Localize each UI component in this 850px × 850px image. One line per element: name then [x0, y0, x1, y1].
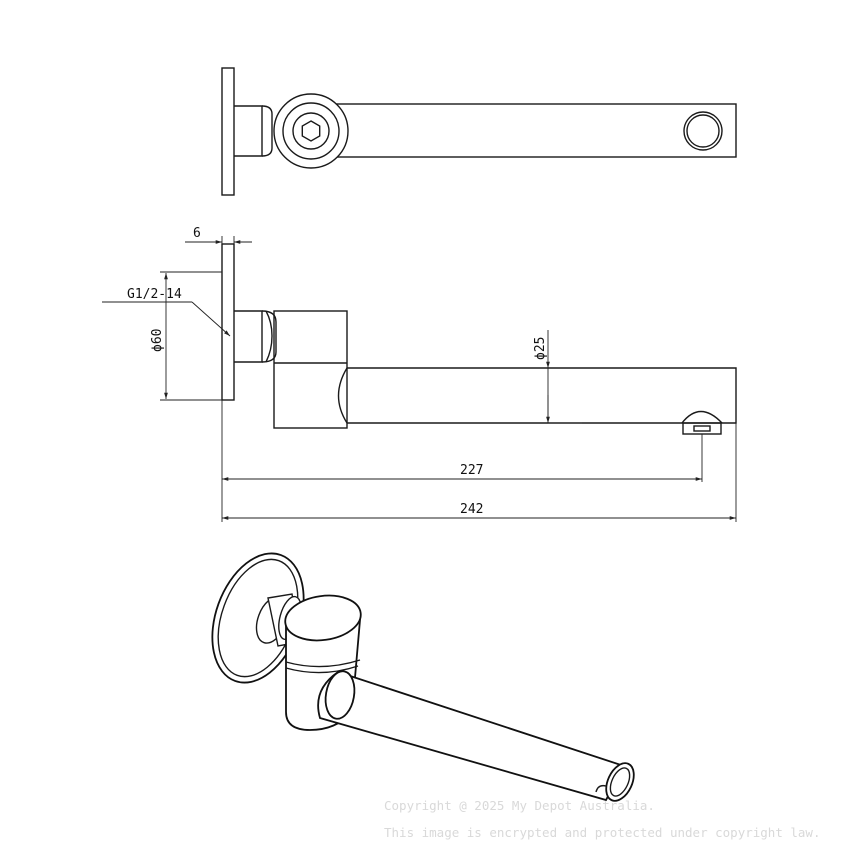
dim-spout-diameter: ϕ25	[533, 330, 582, 424]
dim-spout-diameter-label: ϕ25	[533, 337, 548, 360]
dim-plate-thickness: 6	[185, 226, 252, 244]
iso-spout	[317, 670, 635, 802]
watermark-copyright: Copyright @ 2025 My Depot Australia.	[384, 798, 655, 813]
top-view-spout-body	[299, 103, 737, 158]
dim-thread-label: G1/2-14	[127, 287, 182, 302]
watermark-notice: This image is encrypted and protected un…	[384, 825, 821, 840]
dim-overall-length-label: 242	[460, 502, 483, 517]
side-view: 6 G1/2-14 ϕ60 ϕ25	[102, 226, 737, 522]
dim-spout-reach: 227	[221, 400, 703, 522]
side-view-swivel-housing	[273, 310, 348, 429]
side-view-spout	[347, 367, 737, 424]
dim-thread: G1/2-14	[102, 287, 231, 337]
top-view	[221, 67, 737, 196]
dim-plate-diameter: ϕ60	[150, 271, 222, 401]
dim-overall-length: 242	[222, 423, 737, 522]
dim-plate-diameter-label: ϕ60	[150, 329, 165, 352]
hex-key-icon	[301, 120, 321, 142]
dim-plate-thickness-label: 6	[193, 226, 201, 241]
isometric-view	[211, 552, 635, 802]
side-view-aerator	[681, 410, 723, 424]
side-view-wall-plate	[221, 243, 235, 401]
top-view-outlet	[683, 111, 723, 151]
top-view-swivel-collar	[273, 93, 349, 169]
top-view-neck	[234, 105, 263, 157]
top-view-wall-plate	[221, 67, 235, 196]
dim-spout-reach-label: 227	[460, 463, 483, 478]
side-view-neck	[234, 310, 263, 363]
